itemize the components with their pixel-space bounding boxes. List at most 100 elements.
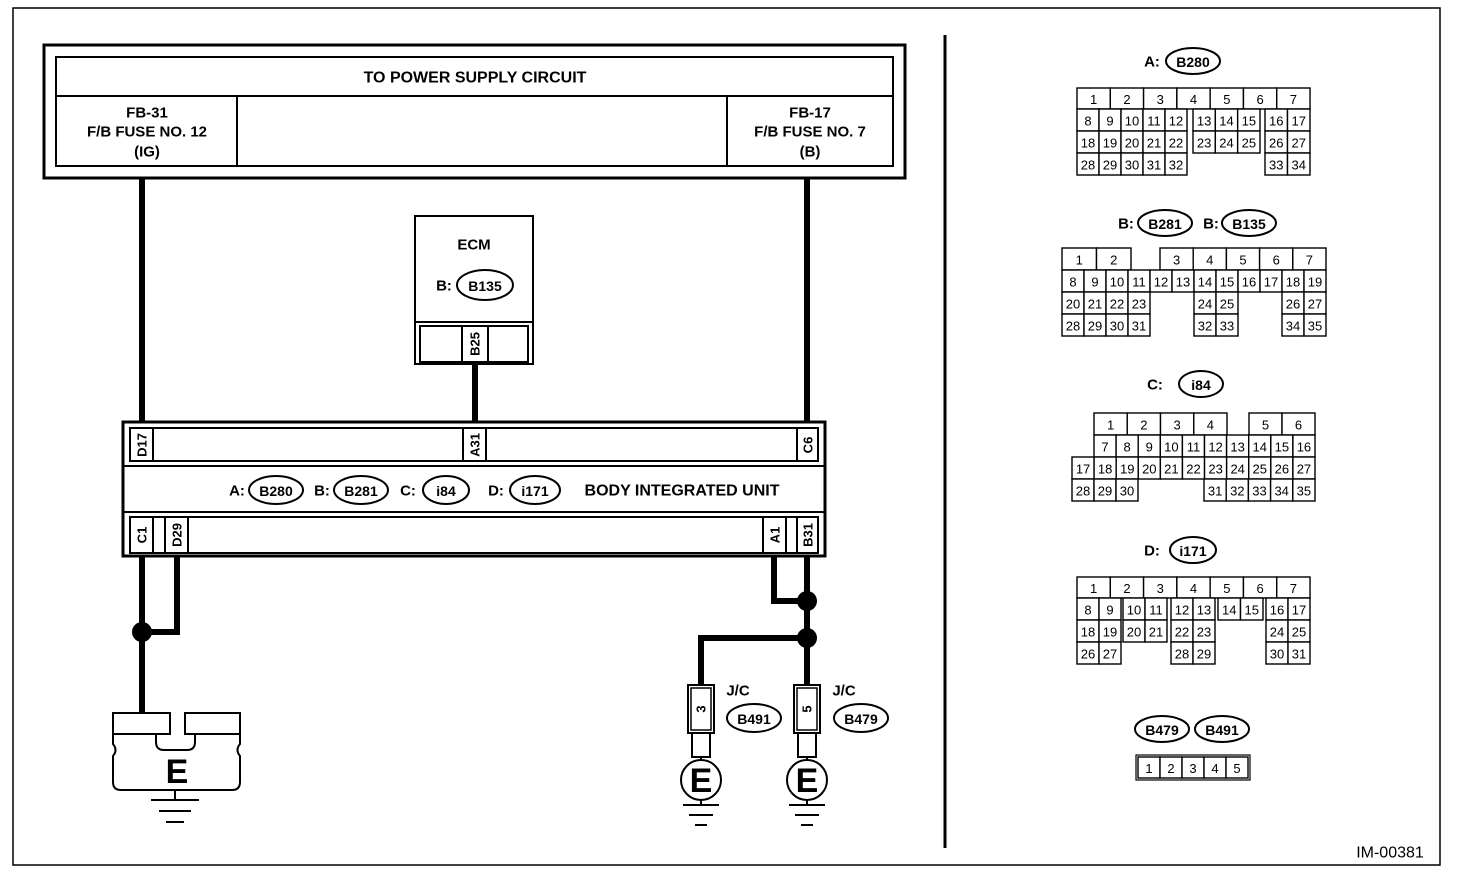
connector-c-pin-number: 7 [1101,440,1108,455]
left-fuse-code: FB-31 [126,105,168,122]
main-ground-label: E [166,753,189,791]
biu-pin-c6: C6 [801,437,816,454]
power-supply-title: TO POWER SUPPLY CIRCUIT [364,70,587,87]
ecm-pin-b25: B25 [468,332,483,356]
biu-connector-d-ellipse [509,475,561,505]
connector-a-pin-number: 33 [1269,158,1283,173]
connector-a-pin-number: 7 [1290,92,1297,107]
biu-connector-b-prefix: B: [314,483,330,500]
connector-d-pin-number: 8 [1084,603,1091,618]
connector-c-pin-number: 31 [1208,484,1222,499]
connector-view-a-id: B280 [1176,54,1210,70]
connector-a-pin-number: 28 [1081,158,1095,173]
connector-view-b-ellipse-2 [1221,209,1277,237]
ecm-border [414,215,534,365]
connector-a-pin-cell [1164,152,1188,176]
right-fuse-name: F/B FUSE NO. 7 [754,124,866,141]
connector-d-pin-number: 16 [1270,603,1284,618]
connector-view-b-prefix-2: B: [1203,216,1219,233]
jc-b491-housing-inner [690,687,712,731]
joint-connector-b491: 3 E J/C B491 [680,683,782,826]
connector-c-pin-number: 25 [1253,462,1267,477]
connector-c-pin-number: 34 [1274,484,1288,499]
connector-b-pin-number: 7 [1306,253,1313,268]
connector-a-pin-number: 8 [1084,114,1091,129]
connector-a-pin-cell [1236,130,1261,154]
left-fuse-circuit: (IG) [134,144,160,161]
connector-a-pin-number: 16 [1269,114,1283,129]
connector-b-pin-number: 24 [1198,297,1212,312]
connector-d-pin-number: 28 [1175,647,1189,662]
connector-b-pin-number: 3 [1173,253,1180,268]
outer-frame [12,7,1441,866]
connector-a-pin-number: 12 [1169,114,1183,129]
connector-b-pin-number: 9 [1091,275,1098,290]
connector-jc-pin-number: 4 [1211,761,1218,776]
connector-jc-pin-number: 1 [1145,761,1152,776]
connector-b-pin-number: 19 [1308,275,1322,290]
connector-b-pin-number: 12 [1154,275,1168,290]
jc-b479-id: B479 [844,711,878,727]
connector-c-pin-number: 12 [1208,440,1222,455]
ground-terminal-left [112,712,171,735]
connector-a-pin-number: 11 [1147,114,1161,129]
connector-c-pin-number: 23 [1208,462,1222,477]
wires [132,178,817,713]
connector-c-pin-number: 15 [1275,440,1289,455]
figure-code: IM-00381 [1356,845,1424,862]
connector-a-pin-number: 21 [1147,136,1161,151]
jc-b479-ellipse [833,703,889,733]
joint-connector-b479: 5 E J/C B479 [786,683,889,826]
connector-a-pin-number: 13 [1197,114,1211,129]
ground-body [112,733,241,791]
connector-b-pin-number: 5 [1239,253,1246,268]
connector-b-pin-number: 28 [1066,319,1080,334]
biu-top-connector-strip [129,427,819,462]
connector-d-pin-number: 5 [1223,581,1230,596]
connector-view-d-ellipse [1169,536,1217,564]
connector-jc-pin-cell [1225,756,1249,779]
biu-connector-d-id: i171 [521,483,548,499]
connector-view-c-ellipse [1178,370,1224,398]
connector-d-pin-number: 13 [1197,603,1211,618]
connector-b-pin-number: 34 [1286,319,1300,334]
connector-d-pin-cell [1098,641,1122,665]
connector-d-pin-number: 10 [1127,603,1141,618]
connector-c-pin-number: 21 [1164,462,1178,477]
connector-a-pin-number: 24 [1219,136,1233,151]
biu-bottom-connector-strip [129,516,819,554]
connector-c-pin-number: 16 [1297,440,1311,455]
body-integrated-unit: D17 A31 C6 C1 D29 A1 B31 A: B280 B: B281… [121,420,827,558]
power-supply-inner-border [55,56,894,167]
connector-a-pin-number: 17 [1292,114,1306,129]
connector-b-pin-number: 6 [1273,253,1280,268]
jc-b479-terminal [797,732,817,758]
connector-c-pin-number: 26 [1275,462,1289,477]
connector-view-jc-ellipse-1 [1134,715,1190,743]
connector-d-pin-number: 30 [1270,647,1284,662]
connector-b-pin-number: 35 [1308,319,1322,334]
biu-connector-c-ellipse [422,475,470,505]
connector-view-b-id-2: B135 [1232,216,1266,232]
connector-jc-pin-number: 5 [1233,761,1240,776]
biu-connector-a-id: B280 [259,483,293,499]
connector-d-pin-cell [1192,641,1216,665]
connector-c-pin-number: 19 [1120,462,1134,477]
jc-b491-ground-label: E [690,762,713,800]
connector-d-pin-number: 17 [1292,603,1306,618]
connector-c-pin-number: 32 [1230,484,1244,499]
connector-a-pin-number: 5 [1223,92,1230,107]
connector-d-pin-cell [1239,597,1264,621]
connector-c-pin-number: 30 [1120,484,1134,499]
connector-a-pin-number: 9 [1106,114,1113,129]
connector-b-pin-number: 25 [1220,297,1234,312]
jc-b479-housing-inner [796,687,818,731]
connector-c-pin-number: 6 [1295,418,1302,433]
connector-d-pin-cell [1287,641,1311,665]
connector-b-pin-number: 18 [1286,275,1300,290]
